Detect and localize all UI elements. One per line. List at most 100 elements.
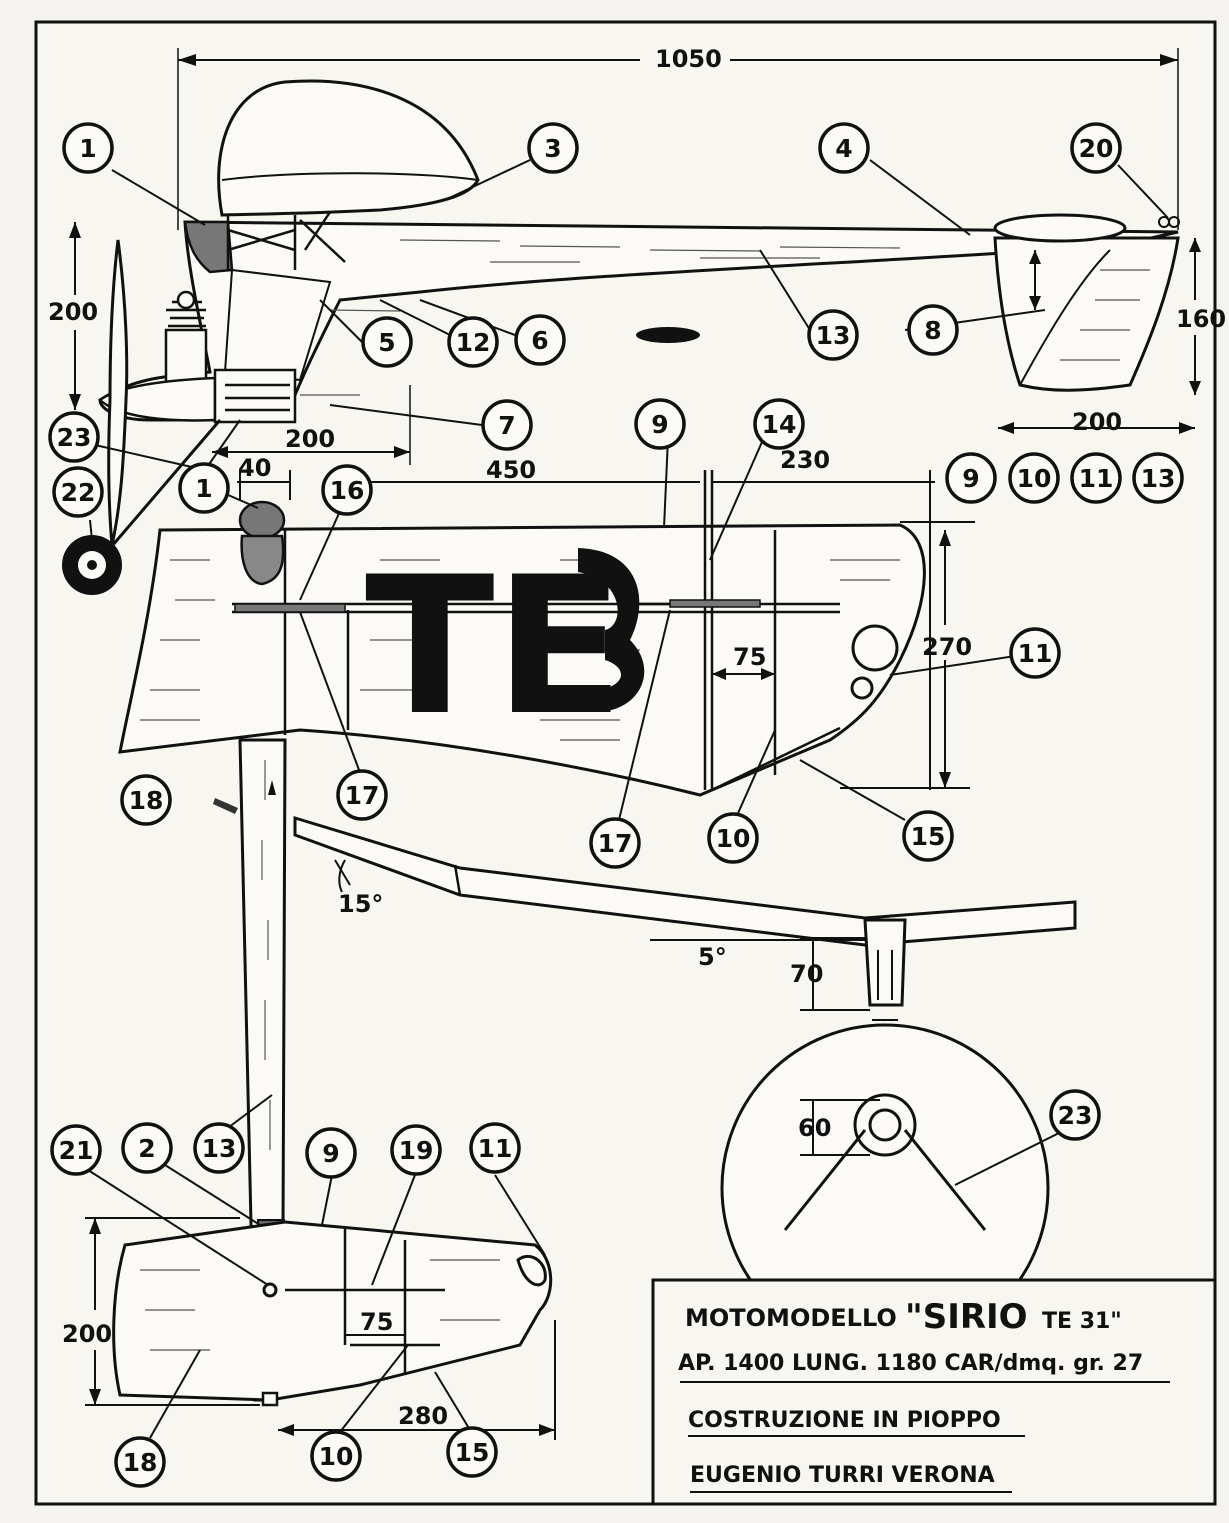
stab-span-label: 280 [398, 1402, 448, 1430]
callout-13c: 13 [193, 1122, 245, 1174]
svg-text:13: 13 [202, 1134, 237, 1163]
rib-spacing-label: 75 [733, 643, 766, 671]
svg-text:21: 21 [59, 1136, 94, 1165]
svg-text:19: 19 [399, 1136, 434, 1165]
callout-13: 13 [807, 309, 859, 361]
svg-text:11: 11 [1079, 464, 1114, 493]
svg-text:12: 12 [456, 328, 491, 357]
callout-18b: 18 [114, 1436, 166, 1488]
side-stabilizer [993, 213, 1127, 243]
svg-text:2: 2 [138, 1134, 155, 1163]
fin-base-label: 200 [1072, 408, 1122, 436]
side-wheel [62, 535, 122, 595]
wing-plan: TE 40 450 230 270 75 [118, 437, 1036, 825]
side-view: 1050 [48, 45, 1226, 595]
dihedral-inner-label: 5° [698, 943, 727, 971]
svg-text:9: 9 [322, 1139, 339, 1168]
wing-root-width-label: 40 [238, 454, 271, 482]
svg-text:11: 11 [478, 1134, 513, 1163]
svg-text:14: 14 [762, 410, 797, 439]
title-prefix: MOTOMODELLO [685, 1304, 897, 1332]
callout-3: 3 [527, 122, 579, 174]
side-engine [98, 290, 297, 424]
svg-text:13: 13 [816, 321, 851, 350]
title-name: "SIRIO [905, 1297, 1028, 1337]
overall-span-label: 1050 [655, 45, 722, 73]
wing-outline [118, 523, 926, 797]
side-tail-fin [993, 236, 1180, 392]
wing-lettering: TE [365, 536, 624, 757]
callout-9c: 9 [305, 1127, 357, 1179]
callout-7: 7 [481, 399, 533, 451]
stab-chord-label: 200 [62, 1320, 112, 1348]
svg-text:17: 17 [598, 829, 633, 858]
svg-text:17: 17 [345, 781, 380, 810]
callout-22: 22 [52, 466, 104, 518]
stabilizer-plan: 200 280 75 [62, 1094, 556, 1440]
leg-length-label: 70 [790, 960, 823, 988]
front-view: 15° 5° 70 60 [293, 815, 1077, 1353]
dihedral-outer-label: 15° [338, 890, 383, 918]
svg-text:22: 22 [61, 478, 96, 507]
svg-text:18: 18 [129, 786, 164, 815]
callout-15b: 15 [446, 1426, 498, 1478]
callout-17b: 17 [589, 817, 641, 869]
callout-23b: 23 [1049, 1089, 1101, 1141]
callout-6: 6 [514, 314, 566, 366]
svg-text:16: 16 [330, 476, 365, 505]
callout-1b: 1 [178, 462, 230, 514]
svg-text:11: 11 [1018, 639, 1053, 668]
svg-text:10: 10 [319, 1442, 354, 1471]
svg-text:1: 1 [195, 474, 212, 503]
callout-11c: 11 [469, 1122, 521, 1174]
title-construction: COSTRUZIONE IN PIOPPO [688, 1408, 1001, 1433]
svg-text:23: 23 [57, 423, 92, 452]
svg-text:18: 18 [123, 1448, 158, 1477]
stab-rib-spacing-label: 75 [360, 1308, 393, 1336]
nose-length-label: 200 [285, 425, 335, 453]
callout-4: 4 [818, 122, 870, 174]
svg-text:9: 9 [962, 464, 979, 493]
fuselage-height-label: 200 [48, 298, 98, 326]
title-specs: AP. 1400 LUNG. 1180 CAR/dmq. gr. 27 [678, 1351, 1143, 1376]
callout-1: 1 [62, 122, 114, 174]
callout-11: 11 [1070, 452, 1122, 504]
callout-5: 5 [361, 316, 413, 368]
callout-17: 17 [336, 769, 388, 821]
wing-chord-label: 270 [922, 633, 972, 661]
callout-2: 2 [121, 1122, 173, 1174]
callout-18: 18 [120, 774, 172, 826]
callout-9b: 9 [945, 452, 997, 504]
callout-15: 15 [902, 810, 954, 862]
callout-16: 16 [321, 464, 373, 516]
callout-10b: 10 [707, 812, 759, 864]
svg-text:15: 15 [911, 822, 946, 851]
svg-text:10: 10 [1017, 464, 1052, 493]
side-nose-block [183, 220, 234, 274]
title-block: MOTOMODELLO "SIRIO TE 31" AP. 1400 LUNG.… [651, 1278, 1217, 1506]
svg-text:5: 5 [378, 328, 395, 357]
callout-14: 14 [753, 398, 805, 450]
svg-text:7: 7 [498, 411, 515, 440]
aileron-span-label: 230 [780, 446, 830, 474]
callout-12: 12 [447, 316, 499, 368]
svg-text:15: 15 [455, 1438, 490, 1467]
svg-text:23: 23 [1058, 1101, 1093, 1130]
callout-13b: 13 [1132, 452, 1184, 504]
callout-20: 20 [1070, 122, 1122, 174]
side-wing-profile [217, 79, 480, 217]
svg-text:10: 10 [716, 824, 751, 853]
callout-11b: 11 [1009, 627, 1061, 679]
callout-10c: 10 [310, 1430, 362, 1482]
svg-text:9: 9 [651, 410, 668, 439]
callout-10: 10 [1008, 452, 1060, 504]
svg-text:20: 20 [1079, 134, 1114, 163]
svg-text:4: 4 [835, 134, 852, 163]
svg-text:1: 1 [79, 134, 96, 163]
title-author: EUGENIO TURRI VERONA [690, 1463, 995, 1488]
callout-23: 23 [48, 411, 100, 463]
fin-height-label: 160 [1176, 305, 1226, 333]
svg-text:6: 6 [531, 326, 548, 355]
wheel-axle-label: 60 [798, 1114, 831, 1142]
